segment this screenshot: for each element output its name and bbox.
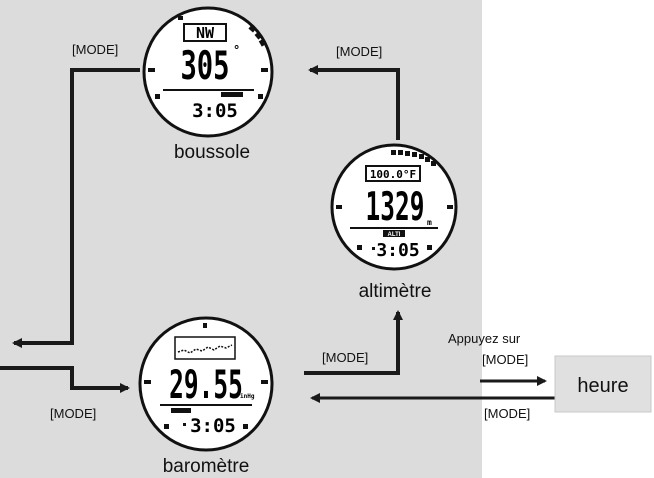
heure-box xyxy=(554,355,652,413)
mode-label-bottom-mid: [MODE] xyxy=(322,350,368,365)
segment-mark xyxy=(391,150,396,155)
pressure-graph-line xyxy=(177,344,233,354)
arrow-barometer-to-altimeter xyxy=(304,310,403,375)
mode-label-top-left: [MODE] xyxy=(72,42,118,57)
pressure-graph-box xyxy=(174,336,236,360)
altimeter-temperature: 100.0°F xyxy=(370,168,416,181)
compass-degree-unit: ° xyxy=(233,43,240,57)
segment-mark xyxy=(419,154,424,159)
barometer-time: 3:05 xyxy=(190,415,236,437)
bezel-tick xyxy=(336,205,342,209)
compass-time: 3:05 xyxy=(192,100,238,122)
bezel-tick xyxy=(148,68,155,72)
bezel-tick xyxy=(427,245,432,250)
press-label-line2: [MODE] xyxy=(482,352,528,367)
barometer-caption: baromètre xyxy=(163,456,250,477)
altimeter-value: 1329 xyxy=(366,184,425,230)
altimeter-caption: altimètre xyxy=(359,281,432,302)
arrow-compass-to-left xyxy=(12,68,140,348)
arrow-altimeter-to-compass xyxy=(308,65,400,140)
bezel-tick xyxy=(261,68,268,72)
segment-mark xyxy=(254,32,262,40)
segment-mark xyxy=(178,16,183,20)
segment-mark xyxy=(398,150,403,155)
compass-direction: NW xyxy=(196,24,215,42)
segment-mark xyxy=(405,151,410,156)
bezel-tick xyxy=(261,380,268,384)
alti-badge: ALTI xyxy=(388,232,401,238)
altimeter-unit: m xyxy=(427,218,432,227)
mode-label-bottom-right: [MODE] xyxy=(484,406,530,421)
mode-label-top-right: [MODE] xyxy=(336,44,382,59)
altimeter-watch: 100.0°F 1329 m ALTI 3:05 xyxy=(330,143,458,271)
direction-box xyxy=(183,23,227,42)
compass-mode-badge xyxy=(221,92,243,97)
segment-mark xyxy=(248,25,256,33)
arrow-left-to-barometer xyxy=(0,366,130,393)
barometer-unit: inHg xyxy=(240,393,255,400)
barometer-watch-face xyxy=(138,316,274,452)
bezel-tick xyxy=(447,205,453,209)
time-dot xyxy=(372,247,375,250)
segment-mark xyxy=(258,39,266,47)
segment-mark xyxy=(412,152,417,157)
bezel-tick xyxy=(164,424,169,429)
barometer-mode-badge xyxy=(171,408,191,413)
segment-mark xyxy=(431,161,436,166)
temperature-box xyxy=(365,165,421,182)
mode-label-bottom-left: [MODE] xyxy=(50,406,96,421)
segment-mark xyxy=(425,157,430,162)
compass-watch: NW 305 ° 3:05 xyxy=(142,6,274,138)
press-label-line1: Appuyez sur xyxy=(448,331,521,346)
bezel-tick xyxy=(258,94,263,99)
bezel-tick xyxy=(357,245,362,250)
alti-badge-bg xyxy=(383,230,405,237)
bezel-tick xyxy=(155,94,160,99)
compass-caption: boussole xyxy=(174,142,250,163)
barometer-watch: 29.55 inHg 3:05 xyxy=(138,316,274,452)
bezel-tick xyxy=(144,380,151,384)
compass-heading-value: 305 xyxy=(180,43,229,88)
altimeter-time: 3:05 xyxy=(376,240,419,261)
compass-watch-face xyxy=(142,6,274,138)
barometer-value: 29.55 xyxy=(169,362,243,408)
time-dot xyxy=(183,423,186,426)
heure-label: heure xyxy=(577,375,628,397)
bezel-tick xyxy=(203,323,207,328)
bezel-tick xyxy=(243,424,248,429)
altimeter-watch-face xyxy=(330,143,458,271)
